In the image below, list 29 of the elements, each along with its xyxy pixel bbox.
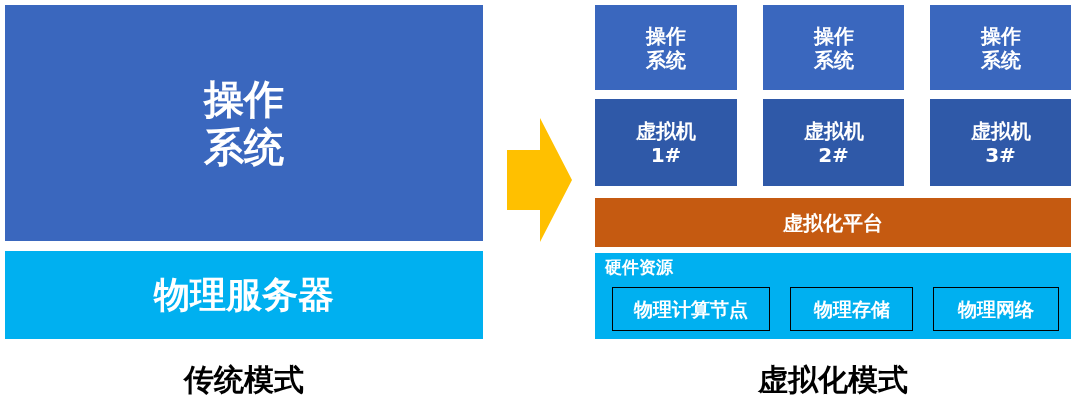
resource-box: [933, 287, 1059, 331]
node-label: 物理计算节点: [634, 297, 748, 321]
node-label: 操作系统: [646, 23, 686, 72]
node-label: 虚拟机3#: [970, 118, 1031, 167]
vm-box: [763, 99, 904, 186]
platform-bar: [595, 198, 1071, 247]
node-label: 操作系统: [813, 23, 854, 72]
resource-box: [612, 287, 770, 331]
node-label: 硬件资源: [605, 257, 673, 278]
mode-caption: 传统模式: [184, 360, 304, 399]
node-label: 操作系统: [980, 23, 1021, 72]
hardware-panel: [595, 253, 1071, 339]
node-label: 操作系统: [204, 75, 284, 171]
vm-box: [595, 99, 737, 186]
resource-box: [790, 287, 913, 331]
block-arrow: [507, 118, 572, 242]
os-box: [595, 5, 737, 90]
node-label: 虚拟机1#: [636, 118, 696, 167]
node-label: 虚拟机2#: [803, 118, 864, 167]
mode-caption: 虚拟化模式: [758, 360, 908, 399]
vm-box: [930, 99, 1071, 186]
node-label: 物理服务器: [154, 273, 334, 317]
os-box: [5, 5, 483, 241]
node-label: 虚拟化平台: [783, 210, 883, 235]
node-label: 物理存储: [813, 297, 890, 321]
os-box: [763, 5, 904, 90]
server-box: [5, 251, 483, 339]
node-label: 物理网络: [958, 297, 1034, 321]
os-box: [930, 5, 1071, 90]
